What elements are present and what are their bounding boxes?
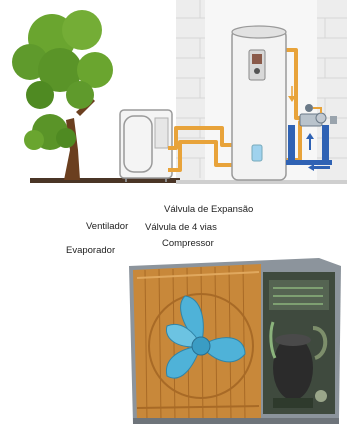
fan-blade <box>165 324 202 348</box>
heat-pump-unit-cutaway <box>123 258 345 426</box>
fan-blade <box>165 345 202 379</box>
installation-illustration <box>12 0 347 184</box>
unit-base <box>133 418 339 424</box>
component-labels: Válvula de Expansão Ventilador Válvula d… <box>0 196 347 260</box>
label-compressor: Compressor <box>162 238 214 249</box>
compressor <box>273 336 313 400</box>
label-evaporator: Evaporador <box>66 245 116 256</box>
four-way-valve <box>312 326 328 360</box>
water-loop <box>286 125 332 171</box>
label-four-way-valve: Válvula de 4 vias <box>145 222 217 233</box>
tree <box>12 10 113 180</box>
water-tank <box>231 25 296 181</box>
compressor-compartment <box>263 272 335 414</box>
fan <box>148 293 254 399</box>
label-expansion-valve: Válvula de Expansão <box>164 204 254 215</box>
outdoor-unit <box>119 109 173 182</box>
valve-assembly <box>299 104 337 127</box>
fan-hub <box>191 336 211 356</box>
fan-blade <box>200 337 246 363</box>
ground-line <box>30 178 180 183</box>
expansion-valve <box>269 321 277 359</box>
floor-line <box>176 180 347 184</box>
label-fan: Ventilador <box>86 221 129 232</box>
unit-cutaway-illustration <box>129 258 341 424</box>
heat-pump-installation-diagram <box>0 0 347 192</box>
